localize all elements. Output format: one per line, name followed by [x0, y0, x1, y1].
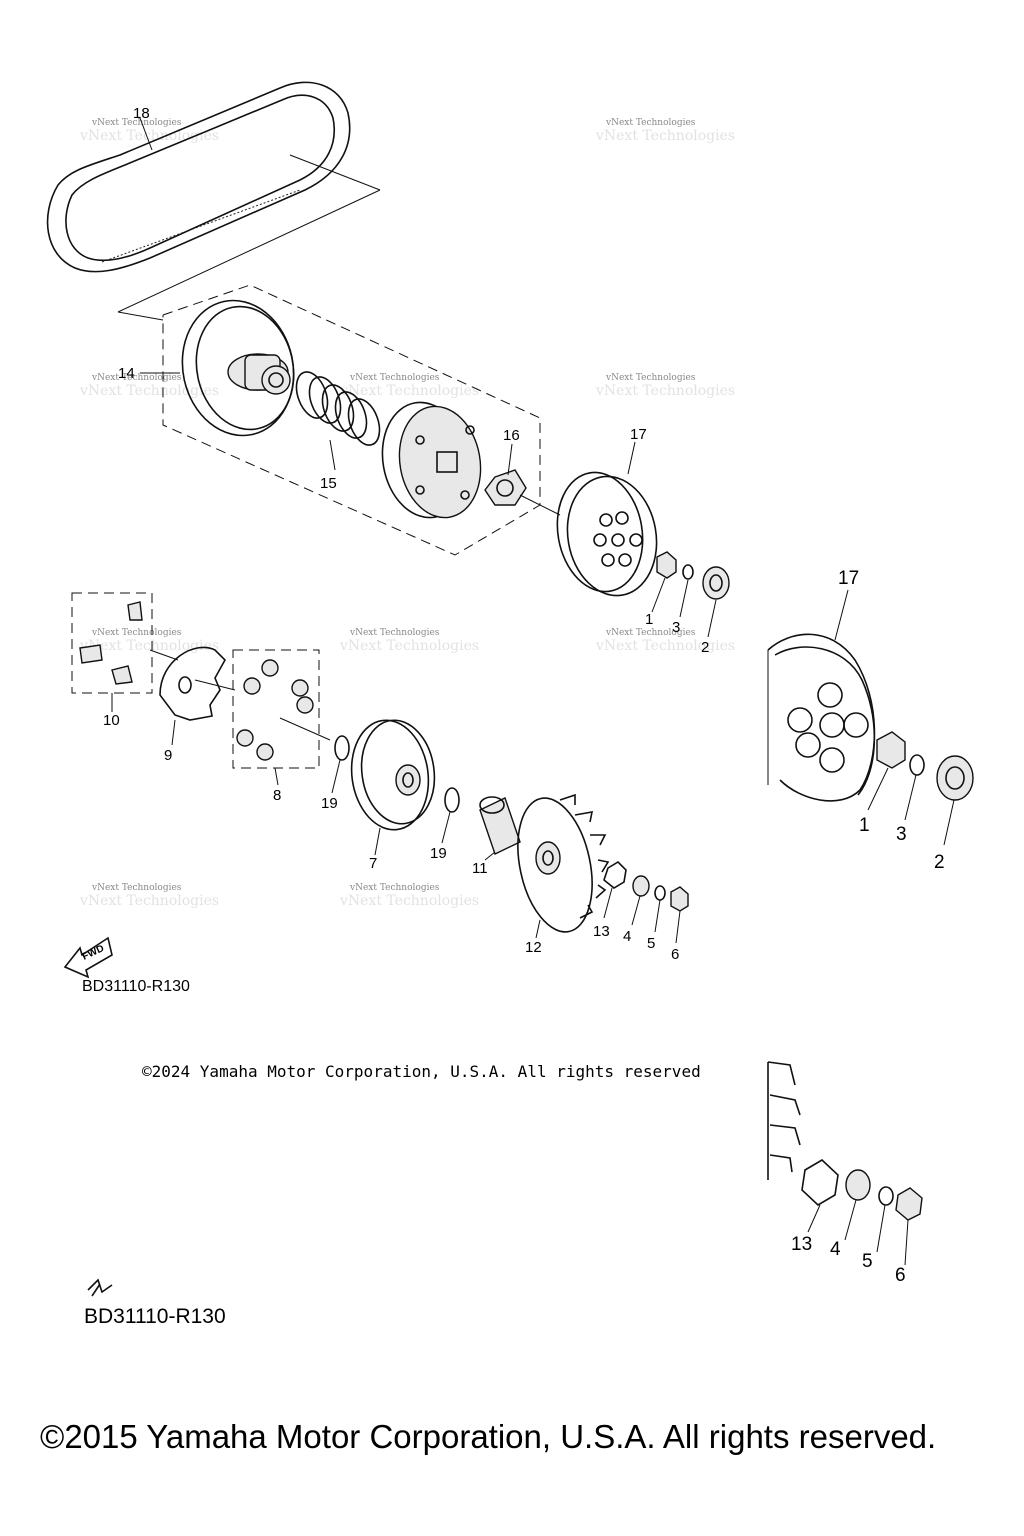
watermark: vNext Technologies	[91, 883, 182, 893]
callout-12: 12	[525, 939, 542, 956]
watermark: vNext Technologies	[605, 373, 696, 383]
callout-7: 7	[369, 855, 377, 872]
clutch-carrier	[381, 401, 482, 519]
primary-sliding-sheave	[350, 719, 436, 856]
fwd-arrow-fragment-icon	[87, 1278, 113, 1297]
copyright-large: ©2015 Yamaha Motor Corporation, U.S.A. A…	[40, 1418, 937, 1455]
callout-18: 18	[133, 105, 150, 122]
callout-4-large: 4	[830, 1239, 841, 1260]
callout-8: 8	[273, 787, 281, 804]
callout-19-left: 19	[321, 795, 338, 812]
callout-13: 13	[593, 923, 610, 940]
watermark: vNext Technologies	[91, 118, 182, 128]
callout-1: 1	[645, 611, 653, 628]
nut-washer-bearing-small	[651, 551, 730, 638]
secondary-sliding-sheave	[140, 299, 295, 437]
callout-4: 4	[623, 928, 631, 945]
callout-5-large: 5	[862, 1251, 873, 1272]
watermark: vNext Technologies	[349, 883, 440, 893]
callout-16: 16	[503, 427, 520, 444]
callout-3: 3	[672, 619, 680, 636]
watermark-ghost: vNext Technologies	[339, 893, 479, 909]
callout-17-large: 17	[838, 568, 859, 589]
watermark: vNext Technologies	[349, 373, 440, 383]
copyright-small: ©2024 Yamaha Motor Corporation, U.S.A. A…	[142, 1062, 701, 1081]
callout-19-right: 19	[430, 845, 447, 862]
diagram-code: BD31110-R130	[82, 978, 190, 995]
diagram-code-large: BD31110-R130	[84, 1305, 226, 1328]
clutch-nut	[484, 443, 561, 516]
watermark-ghost: vNext Technologies	[79, 893, 219, 909]
callout-2-large: 2	[934, 852, 945, 873]
callout-14: 14	[118, 365, 135, 382]
nut-washer-bearing-large	[867, 731, 974, 846]
o-ring-left	[331, 735, 350, 794]
watermark-ghost: vNext Technologies	[79, 638, 219, 654]
callout-17: 17	[630, 426, 647, 443]
watermark: vNext Technologies	[91, 373, 182, 383]
callout-9: 9	[164, 747, 172, 764]
callout-6-large: 6	[895, 1265, 906, 1286]
watermark-ghost: vNext Technologies	[595, 383, 735, 399]
callout-1-large: 1	[859, 815, 870, 836]
callout-5: 5	[647, 935, 655, 952]
fwd-arrow-icon: FWD	[63, 936, 113, 979]
watermarks: vNext Technologies vNext Technologies vN…	[79, 118, 735, 909]
watermark-ghost: vNext Technologies	[595, 638, 735, 654]
callout-6: 6	[671, 946, 679, 963]
watermark-ghost: vNext Technologies	[595, 128, 735, 144]
compression-spring	[295, 371, 381, 471]
watermark-ghost: vNext Technologies	[79, 383, 219, 399]
cam-plate	[159, 646, 236, 746]
callout-11: 11	[472, 860, 488, 877]
clutch-housing-enlarged	[767, 589, 876, 802]
washer-nut-set-small	[603, 860, 689, 944]
o-ring-right	[441, 787, 460, 844]
collar	[479, 796, 521, 861]
callout-10: 10	[103, 712, 120, 729]
callout-15: 15	[320, 475, 337, 492]
watermark-ghost: vNext Technologies	[339, 638, 479, 654]
callout-3-large: 3	[896, 824, 907, 845]
callout-13-large: 13	[791, 1234, 812, 1255]
weight-roller-box	[232, 649, 331, 786]
watermark: vNext Technologies	[91, 628, 182, 638]
slider-set-box	[71, 592, 179, 712]
clutch-housing-small	[556, 441, 658, 597]
callout-2: 2	[701, 639, 709, 656]
watermark: vNext Technologies	[605, 628, 696, 638]
v-belt	[46, 81, 381, 273]
primary-fixed-sheave	[517, 793, 610, 939]
washer-nut-set-large	[767, 1061, 923, 1266]
watermark: vNext Technologies	[349, 628, 440, 638]
watermark-ghost: vNext Technologies	[339, 383, 479, 399]
watermark: vNext Technologies	[605, 118, 696, 128]
